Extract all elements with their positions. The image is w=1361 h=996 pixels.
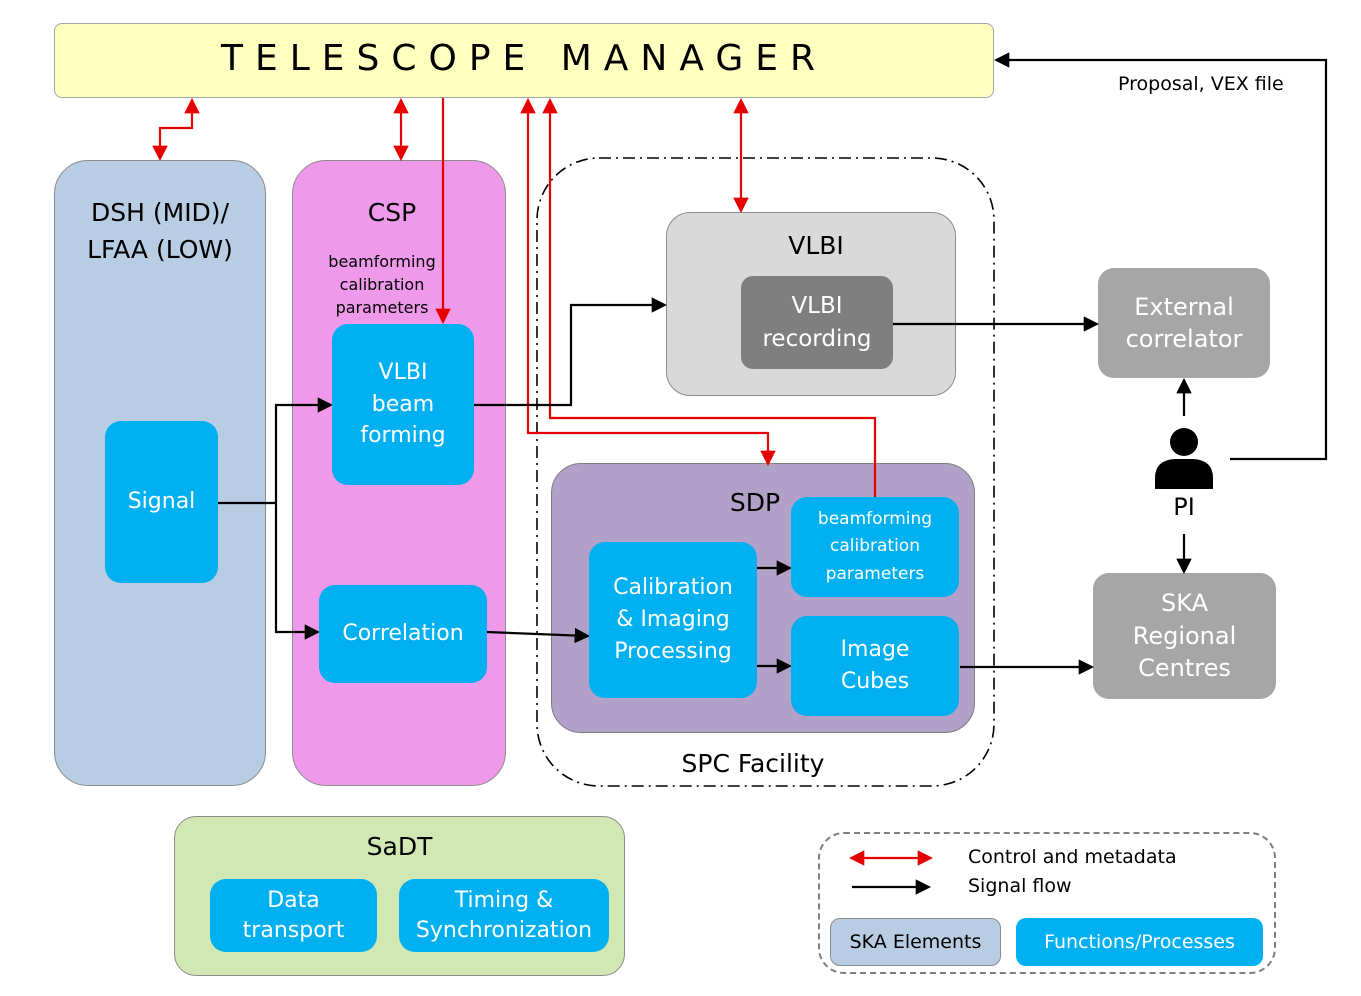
legend-functions-label: Functions/Processes xyxy=(1044,931,1235,953)
src-line1: SKA xyxy=(1161,589,1208,618)
calibration-imaging-box: Calibration & Imaging Processing xyxy=(589,542,757,698)
pi-label: PI xyxy=(1173,493,1195,521)
vlbi-beamforming-box: VLBI beam forming xyxy=(332,324,474,485)
external-correlator: External correlator xyxy=(1098,268,1270,378)
external-correlator-line1: External xyxy=(1134,292,1234,321)
image-cubes-box: Image Cubes xyxy=(791,616,959,716)
tm-sdp-control-arrow xyxy=(520,97,776,467)
vlbi-title: VLBI xyxy=(788,231,844,260)
vlbi-bf-line2: beam xyxy=(371,391,435,417)
data-transport-line1: Data xyxy=(267,887,320,913)
timing-sync-box: Timing & Synchronization xyxy=(399,879,609,952)
legend-control-label: Control and metadata xyxy=(968,846,1177,868)
vlbi-bf-line3: forming xyxy=(360,423,446,449)
cip-line2: & Imaging xyxy=(616,607,730,633)
csp-note-line3: parameters xyxy=(335,298,429,317)
legend-ska-elements: SKA Elements xyxy=(830,918,1001,966)
pi-to-tm-arrow xyxy=(993,52,1328,461)
telescope-manager-box xyxy=(54,23,994,98)
cip-line1: Calibration xyxy=(613,575,733,601)
legend-signal-label: Signal flow xyxy=(968,875,1072,897)
legend-elements-label: SKA Elements xyxy=(849,931,982,953)
pi-person-icon xyxy=(1155,428,1213,489)
signal-box: Signal xyxy=(105,421,218,583)
bcp-to-tm-arrow xyxy=(542,97,877,497)
legend-functions-processes: Functions/Processes xyxy=(1016,918,1263,966)
signal-label: Signal xyxy=(127,489,196,515)
bcp-line2: calibration xyxy=(830,536,920,557)
spc-facility-boundary xyxy=(536,157,995,787)
dsh-title-line1: DSH (MID)/ xyxy=(91,198,229,227)
sdp-title: SDP xyxy=(729,488,781,517)
telescope-manager-title: TELESCOPE MANAGER xyxy=(220,38,828,79)
csp-note-line2: calibration xyxy=(339,275,425,294)
vlbi-bf-to-vlbi-arrow xyxy=(474,297,668,407)
signal-to-vlbi-bf-arrow xyxy=(274,397,334,503)
vlbi-rec-line1: VLBI xyxy=(791,293,843,320)
csp-title: CSP xyxy=(367,198,417,227)
cip-line3: Processing xyxy=(614,638,732,664)
spc-facility-label: SPC Facility xyxy=(681,749,825,778)
timing-line1: Timing & xyxy=(454,887,554,913)
correlation-label: Correlation xyxy=(342,621,464,647)
cubes-line1: Image xyxy=(840,637,910,663)
data-transport-line2: transport xyxy=(242,917,345,943)
sadt-title: SaDT xyxy=(366,832,433,861)
signal-to-correlation-arrow xyxy=(274,503,321,640)
ska-regional-centres: SKA Regional Centres xyxy=(1093,573,1276,699)
vlbi-recording-box: VLBI recording xyxy=(741,276,893,369)
vlbi-bf-line1: VLBI xyxy=(378,359,428,385)
csp-note-line1: beamforming xyxy=(328,252,436,271)
beamforming-calibration-box: beamforming calibration parameters xyxy=(791,497,959,597)
dsh-title-line2: LFAA (LOW) xyxy=(87,235,233,264)
src-line2: Regional xyxy=(1132,621,1237,650)
proposal-vex-label: Proposal, VEX file xyxy=(1118,73,1284,95)
src-line3: Centres xyxy=(1138,654,1231,683)
correlation-to-cip-arrow xyxy=(486,627,591,644)
cubes-line2: Cubes xyxy=(840,669,910,694)
legend-box xyxy=(818,832,1276,974)
bcp-line1: beamforming xyxy=(817,509,933,530)
timing-line2: Synchronization xyxy=(415,917,593,943)
correlation-box: Correlation xyxy=(319,585,487,683)
bcp-line3: parameters xyxy=(825,563,925,584)
external-correlator-line2: correlator xyxy=(1125,325,1243,353)
csp-note: beamforming calibration parameters xyxy=(318,250,446,319)
data-transport-box: Data transport xyxy=(210,879,377,952)
vlbi-rec-line2: recording xyxy=(762,325,872,352)
tm-dsh-control-arrow xyxy=(152,97,200,162)
